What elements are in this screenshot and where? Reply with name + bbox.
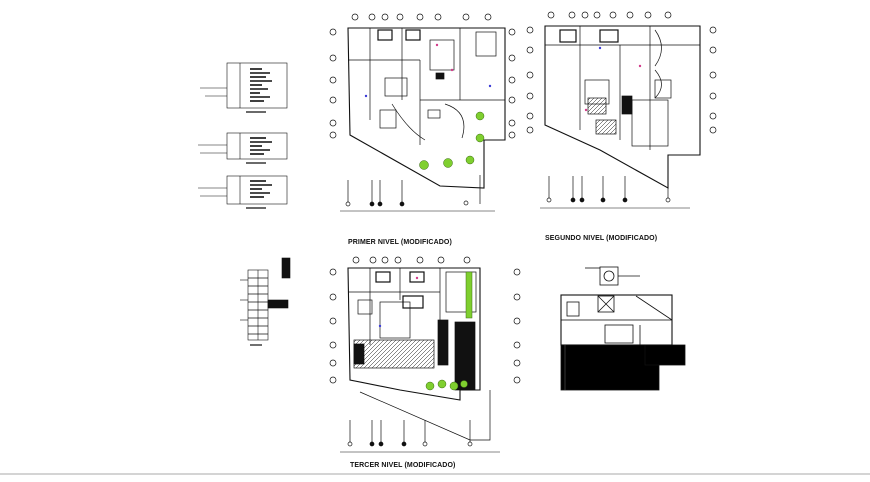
caption-tercer-nivel: TERCER NIVEL (MODIFICADO) — [350, 462, 456, 469]
caption-primer-nivel: PRIMER NIVEL (MODIFICADO) — [348, 239, 452, 246]
caption-segundo-nivel: SEGUNDO NIVEL (MODIFICADO) — [545, 235, 658, 242]
grid-markers-top — [351, 13, 492, 21]
grid-markers-right — [709, 26, 717, 134]
roof-plan — [560, 266, 686, 391]
stair-section-detail — [240, 257, 291, 346]
bottom-axis-markers — [540, 176, 690, 209]
schedule-table-1 — [200, 62, 288, 113]
schedule-table-3 — [198, 175, 288, 209]
landscape-plants — [425, 379, 468, 391]
grid-markers-left — [526, 26, 534, 134]
schedule-table-2 — [198, 132, 288, 164]
floor-plan-primer-nivel — [329, 13, 516, 212]
detail-schedules — [198, 62, 291, 346]
grid-markers-left — [329, 28, 337, 139]
grid-markers-right — [508, 28, 516, 139]
floor-plan-segundo-nivel — [526, 11, 717, 209]
grid-markers-top — [547, 11, 672, 19]
landscape-plants — [419, 111, 485, 170]
grid-markers-right — [513, 268, 521, 384]
grid-markers-left — [329, 268, 337, 384]
bottom-axis-markers — [340, 175, 495, 212]
bottom-axis-markers — [340, 420, 500, 453]
grid-markers-top — [352, 256, 471, 264]
floor-plan-tercer-nivel — [329, 256, 521, 453]
